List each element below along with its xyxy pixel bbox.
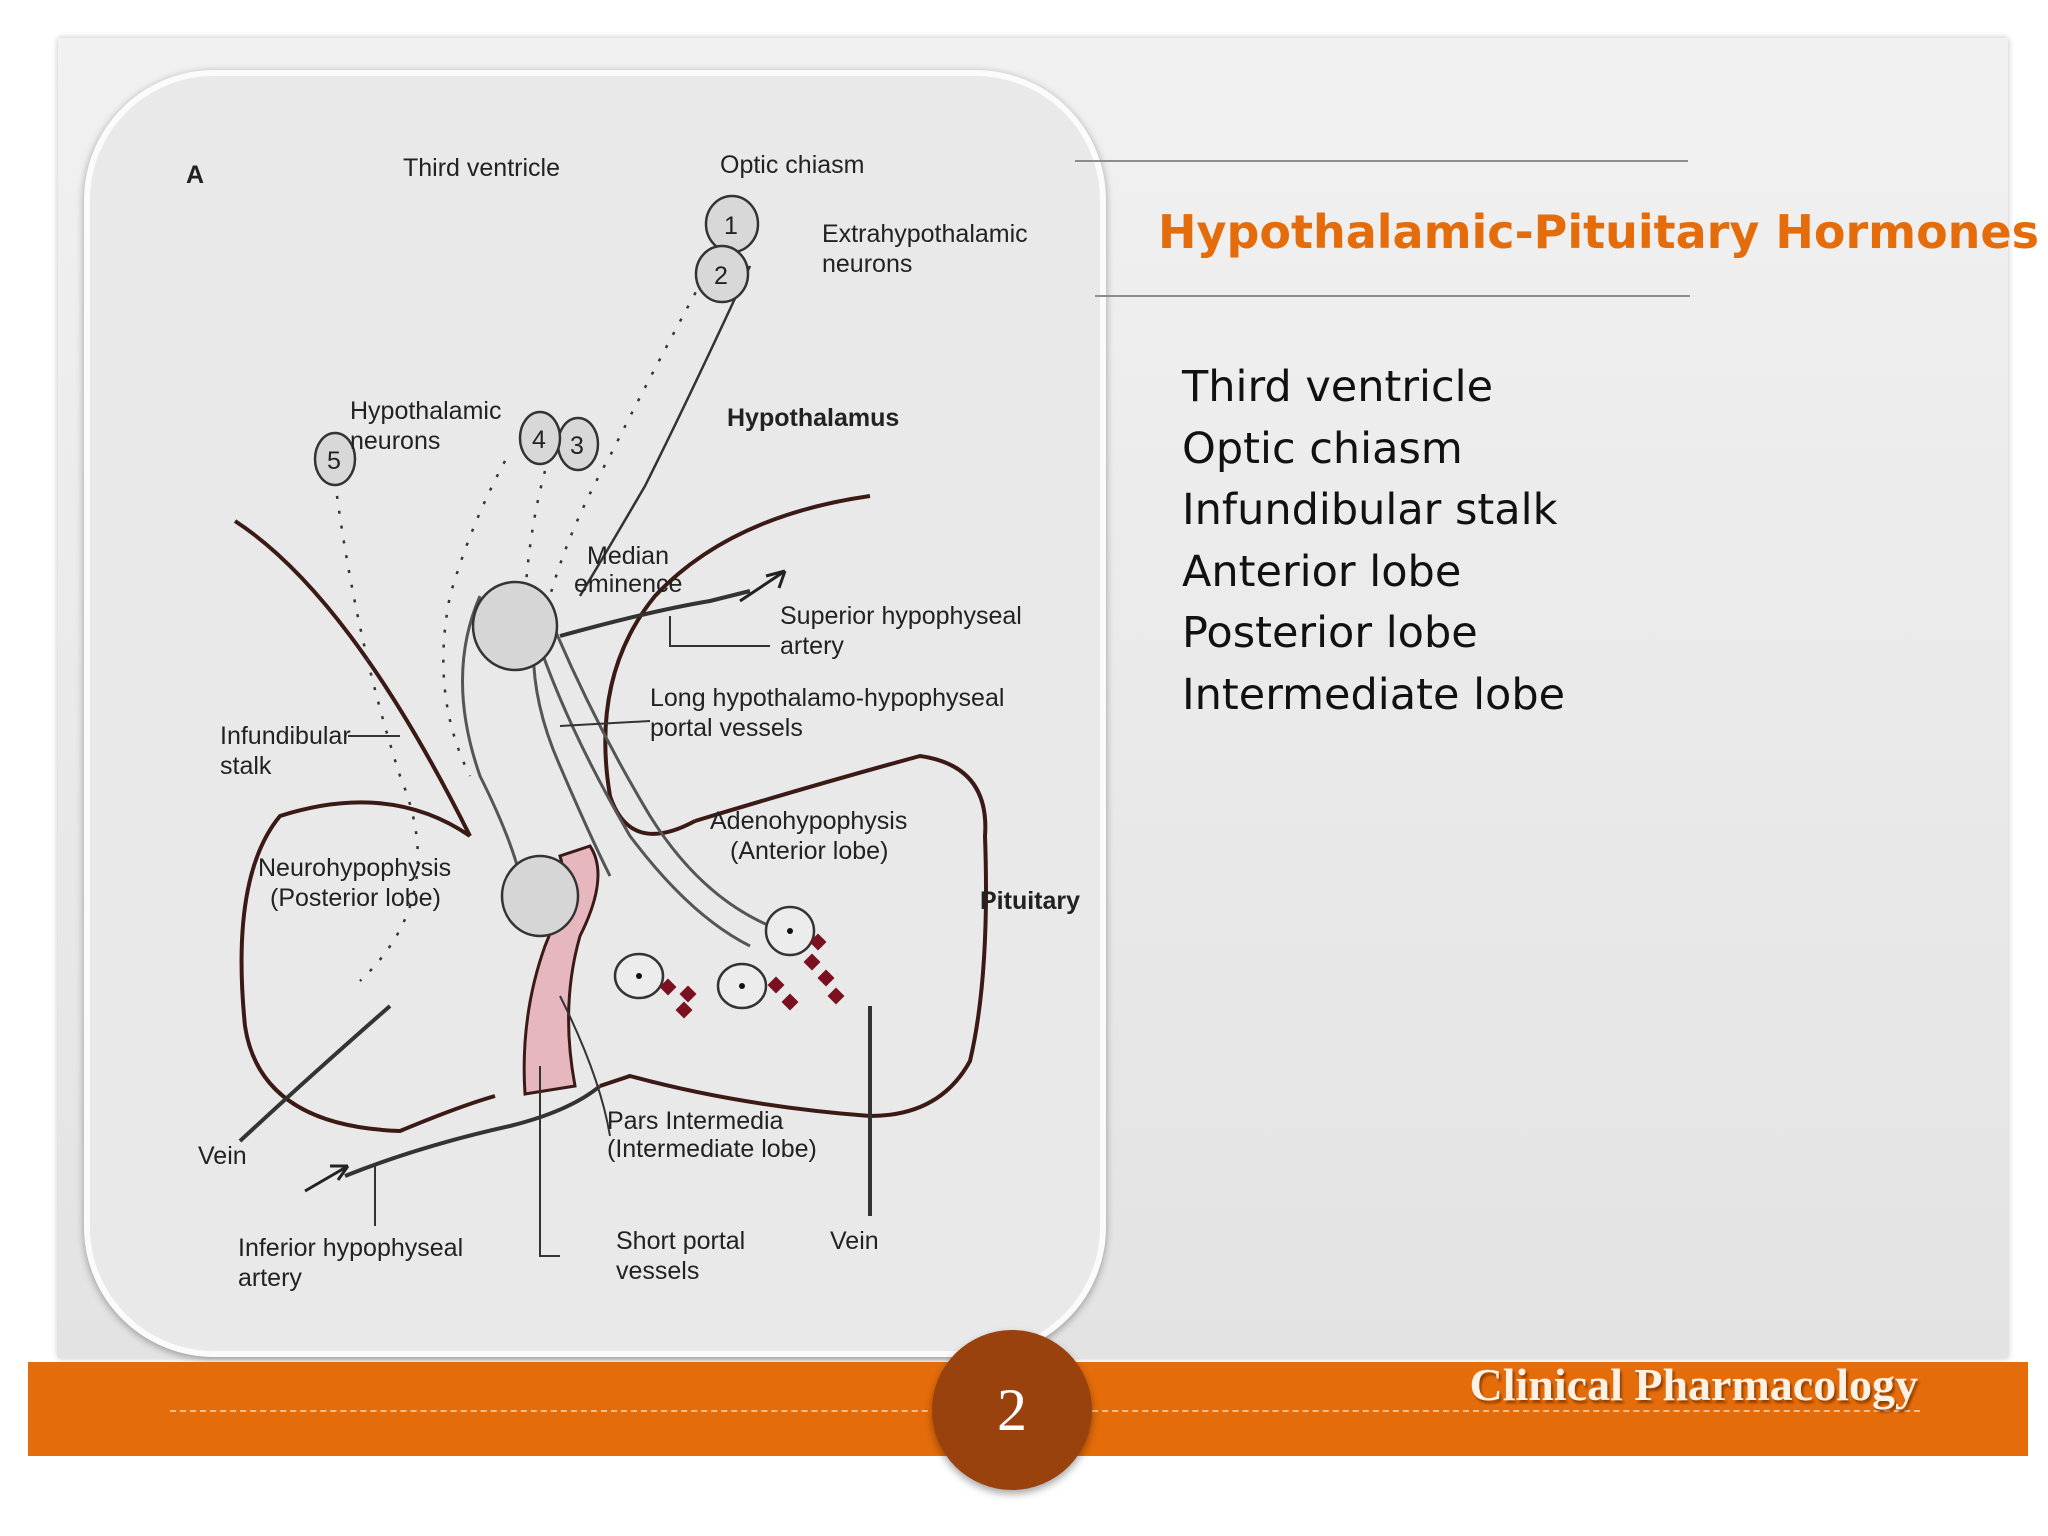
label-adeno-2: (Anterior lobe) [730,837,888,865]
slide-title: Hypothalamic-Pituitary Hormones [1158,205,2040,259]
label-hypothalamus: Hypothalamus [727,404,899,432]
label-median-2: eminence [574,570,682,598]
label-median-1: Median [587,542,669,570]
hypothalamic-axon-4 [442,460,507,777]
title-rule-bottom [1095,295,1690,297]
hypothalamic-axon-5 [333,480,420,982]
list-item: Third ventricle [1182,362,1494,412]
diagram-svg: 1 2 3 4 5 [186,151,1080,1292]
svg-text:3: 3 [570,432,584,460]
posterior-lobe-outline [239,800,496,1134]
svg-text:2: 2 [714,262,728,290]
svg-text:5: 5 [327,447,341,475]
extrahypothalamic-axon-2 [578,265,752,597]
label-extrahypothalamic-2: neurons [822,250,912,278]
hypothalamic-axon-3 [523,470,547,597]
label-inferior-1: Inferior hypophyseal [238,1234,463,1262]
hypothalamus-pituitary-diagram: 1 2 3 4 5 [84,70,1106,1357]
long-portal-vessels [528,605,771,948]
label-pituitary: Pituitary [980,887,1080,915]
neuron-4: 4 [518,410,562,466]
label-adeno-1: Adenohypophysis [710,807,907,835]
label-hypothalamic-neurons-1: Hypothalamic [350,397,501,425]
label-third-ventricle: Third ventricle [403,154,560,182]
label-superior-1: Superior hypophyseal [780,602,1022,630]
superior-hypophyseal-artery [559,589,751,638]
list-item: Anterior lobe [1182,546,1462,597]
leader-short-portal [539,1066,560,1257]
neuron-3: 3 [556,416,600,472]
hormone-granules [659,933,845,1019]
inferior-hypophyseal-artery [344,1084,602,1178]
leader-pars [559,995,611,1137]
page-number: 2 [997,1376,1027,1443]
label-pars-2: (Intermediate lobe) [607,1135,817,1163]
leader-superior-artery [669,616,770,647]
label-vein-left: Vein [198,1142,247,1170]
label-inferior-2: artery [238,1264,302,1292]
neuron-5: 5 [313,431,357,487]
label-long-portal-1: Long hypothalamo-hypophyseal [650,684,1004,712]
hypothalamus-left-contour [233,519,472,837]
left-vein [238,1004,392,1143]
label-long-portal-2: portal vessels [650,714,803,742]
list-item: Optic chiasm [1182,423,1463,474]
anterior-lobe-outline [599,753,988,1119]
label-short-1: Short portal [616,1227,745,1255]
median-eminence-plexus [471,580,559,672]
content-list: Third ventricle Optic chiasm Infundibula… [1182,357,1565,726]
neuron-1: 1 [704,194,760,254]
label-extrahypothalamic-1: Extrahypothalamic [822,220,1028,248]
list-item: Posterior lobe [1182,608,1478,658]
label-infundibular-2: stalk [220,752,272,780]
label-optic-chiasm: Optic chiasm [720,151,864,179]
hypothalamus-floor-contour [603,494,871,836]
neuron-2: 2 [694,244,750,304]
label-neuro-1: Neurohypophysis [258,854,451,882]
label-infundibular-1: Infundibular [220,722,351,750]
title-rule-top [1075,160,1688,162]
anterior-lobe-cells [613,905,816,1010]
panel-letter: A [186,161,204,189]
label-hypothalamic-neurons-2: neurons [350,427,440,455]
page-number-badge: 2 [932,1330,1092,1490]
leader-long-portal [559,720,651,727]
list-item: Infundibular stalk [1182,485,1558,535]
svg-text:1: 1 [724,212,738,240]
label-short-2: vessels [616,1257,699,1285]
label-pars-1: Pars Intermedia [607,1107,784,1135]
posterior-lobe-plexus [500,854,580,938]
label-superior-2: artery [780,632,844,660]
svg-text:4: 4 [532,426,546,454]
superior-artery-arrow [739,569,787,603]
label-vein-right: Vein [830,1227,879,1255]
label-neuro-2: (Posterior lobe) [270,884,441,912]
list-item: Intermediate lobe [1182,669,1566,720]
inferior-artery-arrow [304,1164,350,1193]
footer-brand-text: Clinical Pharmacology [1469,1359,1918,1410]
